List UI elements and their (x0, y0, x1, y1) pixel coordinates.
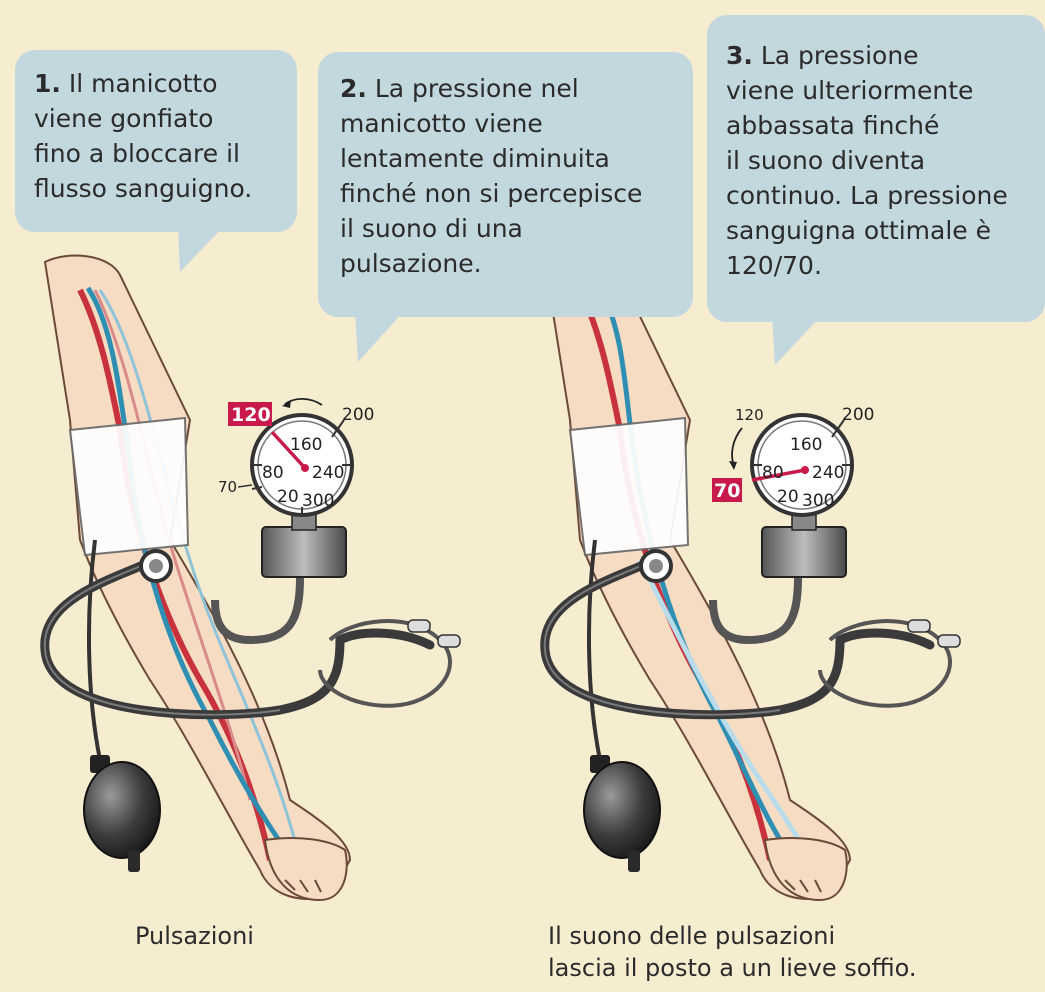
left-gauge-240: 240 (312, 463, 344, 483)
left-bulb (83, 761, 161, 859)
right-gauge-20: 20 (777, 487, 799, 507)
right-arm (543, 254, 852, 902)
bubble-1 (15, 50, 297, 272)
bubble-3-body (707, 15, 1045, 322)
right-gauge-240: 240 (812, 463, 844, 483)
right-gauge-highlight-value: 70 (714, 480, 740, 502)
bubble-1-body (15, 50, 297, 232)
caption-left: Pulsazioni (135, 922, 254, 950)
left-gauge-hub (301, 464, 309, 472)
right-vein-faded (637, 558, 813, 862)
step-2-text: 2. La pressione nel manicotto viene lent… (340, 71, 685, 281)
left-bulb-assembly (83, 539, 161, 872)
left-gauge-tick-c (251, 486, 263, 490)
left-gauge-200: 200 (342, 405, 374, 425)
right-bulb-tube (586, 539, 602, 761)
left-gauge-highlight-box (228, 402, 272, 426)
left-gauge-hose (211, 577, 304, 645)
left-steth-ear-loop (318, 619, 452, 708)
caption-right: Il suono delle pulsazioni lascia il post… (548, 922, 917, 982)
left-gauge-arrowhead (282, 400, 291, 408)
right-gauge-outer-120: 120 (735, 406, 764, 424)
right-steth-earpiece-1 (907, 619, 931, 633)
right-gauge-arrowhead (729, 461, 737, 470)
right-steth-tube-hi (543, 561, 781, 716)
right-gauge-arrow (731, 427, 743, 467)
left-steth-chestpiece-inner (149, 559, 163, 573)
left-gauge-tick-d (331, 419, 345, 438)
bubble-2-tail (355, 310, 405, 362)
left-vein-2 (98, 289, 302, 861)
right-gauge-hub (801, 466, 809, 474)
bubble-3-tail (772, 315, 822, 365)
left-bulb-tail (128, 850, 140, 872)
right-gauge-highlight-box (712, 478, 742, 502)
step-1-number: 1. (34, 69, 61, 98)
step-3-text: 3. La pressione viene ulteriormente abba… (726, 38, 1038, 283)
left-gauge: 160 80 240 20 300 200 70 120 (211, 397, 374, 645)
left-vein (85, 286, 303, 872)
right-gauge: 160 80 240 20 300 200 120 70 (709, 405, 874, 645)
right-steth-earpiece-2 (937, 634, 961, 648)
step-2-number: 2. (340, 74, 367, 103)
left-gauge-base (261, 526, 347, 578)
right-steth-ear-loop (818, 619, 952, 708)
left-gauge-needle (270, 430, 307, 470)
right-bulb-tail (628, 850, 640, 872)
right-gauge-160: 160 (790, 435, 822, 455)
right-gauge-hose (709, 577, 802, 645)
left-gauge-outer-70-tick (237, 484, 253, 488)
left-gauge-300: 300 (302, 491, 334, 511)
left-hand (263, 837, 348, 902)
left-bulb-tube (86, 539, 102, 761)
left-gauge-highlight-value: 120 (231, 404, 271, 426)
step-1-body: Il manicotto viene gonfiato fino a blocc… (34, 69, 253, 203)
left-gauge-80: 80 (262, 463, 284, 483)
right-hand (763, 837, 848, 902)
step-1-text: 1. Il manicotto viene gonfiato fino a bl… (34, 66, 289, 206)
left-steth-earpiece-1 (407, 619, 431, 633)
step-3-number: 3. (726, 41, 753, 70)
right-bulb-assembly (583, 539, 661, 872)
left-stethoscope (40, 549, 461, 720)
left-steth-tube-hi (43, 561, 281, 716)
left-steth-earpiece-2 (437, 634, 461, 648)
left-artery-2 (93, 289, 252, 801)
left-cuff (68, 416, 190, 557)
right-vein (597, 288, 803, 872)
left-gauge-20: 20 (277, 487, 299, 507)
right-steth-chestpiece-inner (649, 559, 663, 573)
step-3-body: La pressione viene ulteriormente abbassa… (726, 41, 1008, 280)
right-gauge-200: 200 (842, 405, 874, 425)
right-hand-fingers (784, 879, 822, 893)
bubble-1-tail (178, 225, 225, 272)
right-gauge-needle (751, 468, 806, 482)
left-gauge-160: 160 (290, 435, 322, 455)
bubble-3 (707, 15, 1045, 365)
right-gauge-300: 300 (802, 491, 834, 511)
right-gauge-80: 80 (762, 463, 784, 483)
left-arm (43, 254, 352, 902)
right-gauge-base (761, 526, 847, 578)
bubble-2-body (318, 52, 693, 317)
right-bulb (583, 761, 661, 859)
bubble-2 (318, 52, 693, 362)
right-cuff (568, 416, 690, 557)
right-gauge-tick-d (831, 419, 845, 438)
left-hand-fingers (284, 879, 322, 893)
step-2-body: La pressione nel manicotto viene lentame… (340, 74, 643, 278)
right-stethoscope (540, 549, 961, 720)
left-gauge-outer-70: 70 (218, 478, 237, 496)
